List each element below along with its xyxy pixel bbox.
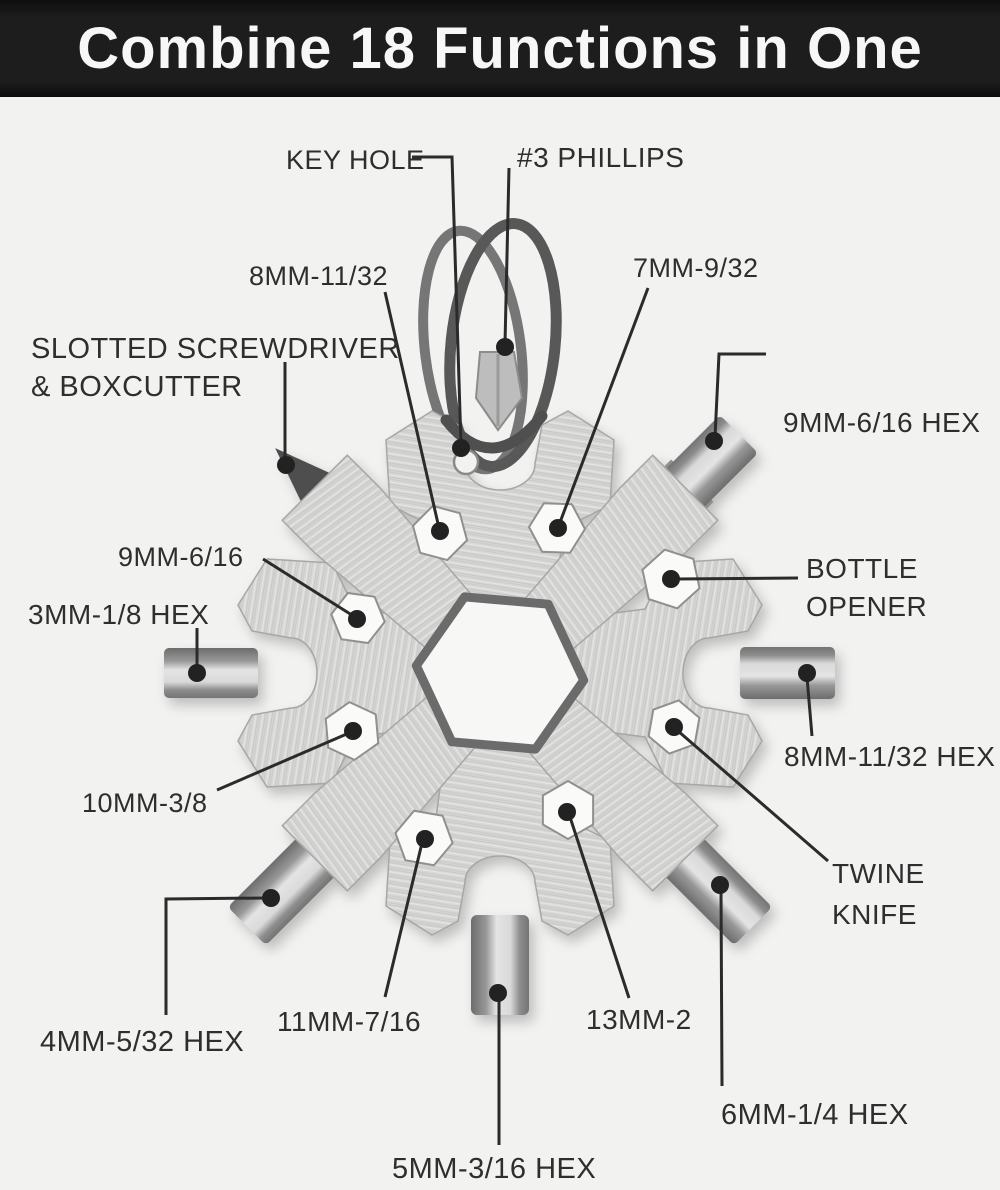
label-5mm-3-16: 5MM-3/16 HEX [392, 1153, 597, 1185]
leader-9mm-6-16-hex [713, 352, 766, 438]
label-6mm-1-4: 6MM-1/4 HEX [721, 1099, 909, 1131]
dot-phillips [496, 338, 514, 356]
dot-slotted-boxcutter [277, 456, 295, 474]
leader-twine-knife [677, 729, 829, 863]
dot-key-hole [452, 439, 470, 457]
leader-lines [164, 155, 829, 1145]
dot-9mm-6-16-hex [705, 432, 723, 450]
dot-5mm-3-16 [489, 984, 507, 1002]
leader-8mm-11-32-hex [805, 676, 814, 737]
dot-bottle-opener [662, 570, 680, 588]
label-twine-knife: TWINE KNIFE [832, 858, 925, 930]
leader-13mm-2 [568, 816, 631, 999]
label-13mm-2: 13MM-2 [586, 1004, 692, 1035]
leader-10mm-3-8 [216, 731, 350, 792]
leader-dots [188, 338, 816, 1002]
leader-phillips [503, 167, 511, 345]
leader-11mm-7-16 [383, 842, 424, 998]
label-3mm-1-8: 3MM-1/8 HEX [28, 599, 210, 630]
label-8mm-11-32-hex: 8MM-11/32 HEX [784, 741, 996, 772]
label-slotted-boxcutter: SLOTTED SCREWDRIVER & BOXCUTTER [31, 333, 400, 403]
dot-8mm-11-32-hex [798, 664, 816, 682]
leader-8mm-11-32 [383, 291, 441, 529]
leader-6mm-1-4 [719, 889, 724, 1087]
label-phillips: #3 PHILLIPS [517, 142, 685, 173]
label-key-hole: KEY HOLE [286, 145, 425, 175]
dot-6mm-1-4 [711, 876, 729, 894]
keyring-front-strand [440, 410, 548, 454]
phillips-tip [474, 351, 524, 432]
title-banner: Combine 18 Functions in One [0, 0, 1000, 97]
label-4mm-5-32: 4MM-5/32 HEX [40, 1026, 245, 1058]
page-title: Combine 18 Functions in One [77, 16, 923, 81]
label-bottle-opener: BOTTLE OPENER [806, 553, 928, 622]
dot-8mm-11-32 [431, 522, 449, 540]
dot-twine-knife [665, 718, 683, 736]
label-9mm-6-16: 9MM-6/16 [118, 542, 244, 572]
hex-bit-8mm-east [740, 647, 835, 699]
dot-10mm-3-8 [344, 722, 362, 740]
hex-bit-5mm-south [471, 915, 529, 1015]
dot-4mm-5-32 [262, 889, 280, 907]
dot-7mm-9-32 [549, 519, 567, 537]
leader-9mm-6-16 [262, 557, 356, 619]
label-8mm-11-32: 8MM-11/32 [249, 261, 389, 291]
leader-4mm-5-32 [164, 896, 265, 1015]
label-7mm-9-32: 7MM-9/32 [633, 253, 759, 283]
center-hex-hole [411, 592, 589, 754]
dot-9mm-6-16 [348, 610, 366, 628]
dot-11mm-7-16 [416, 830, 434, 848]
leader-7mm-9-32 [557, 287, 650, 526]
hex-bit-3mm-west [164, 648, 258, 698]
leader-key-hole [412, 155, 463, 446]
leader-bottle-opener [676, 576, 799, 581]
label-11mm-7-16: 11MM-7/16 [277, 1006, 422, 1037]
dot-13mm-2 [558, 803, 576, 821]
keyring-front-loop [444, 218, 562, 472]
label-10mm-3-8: 10MM-3/8 [82, 788, 208, 818]
keyring [418, 218, 562, 475]
dot-3mm-1-8 [188, 664, 206, 682]
label-9mm-6-16-hex: 9MM-6/16 HEX [783, 407, 981, 438]
